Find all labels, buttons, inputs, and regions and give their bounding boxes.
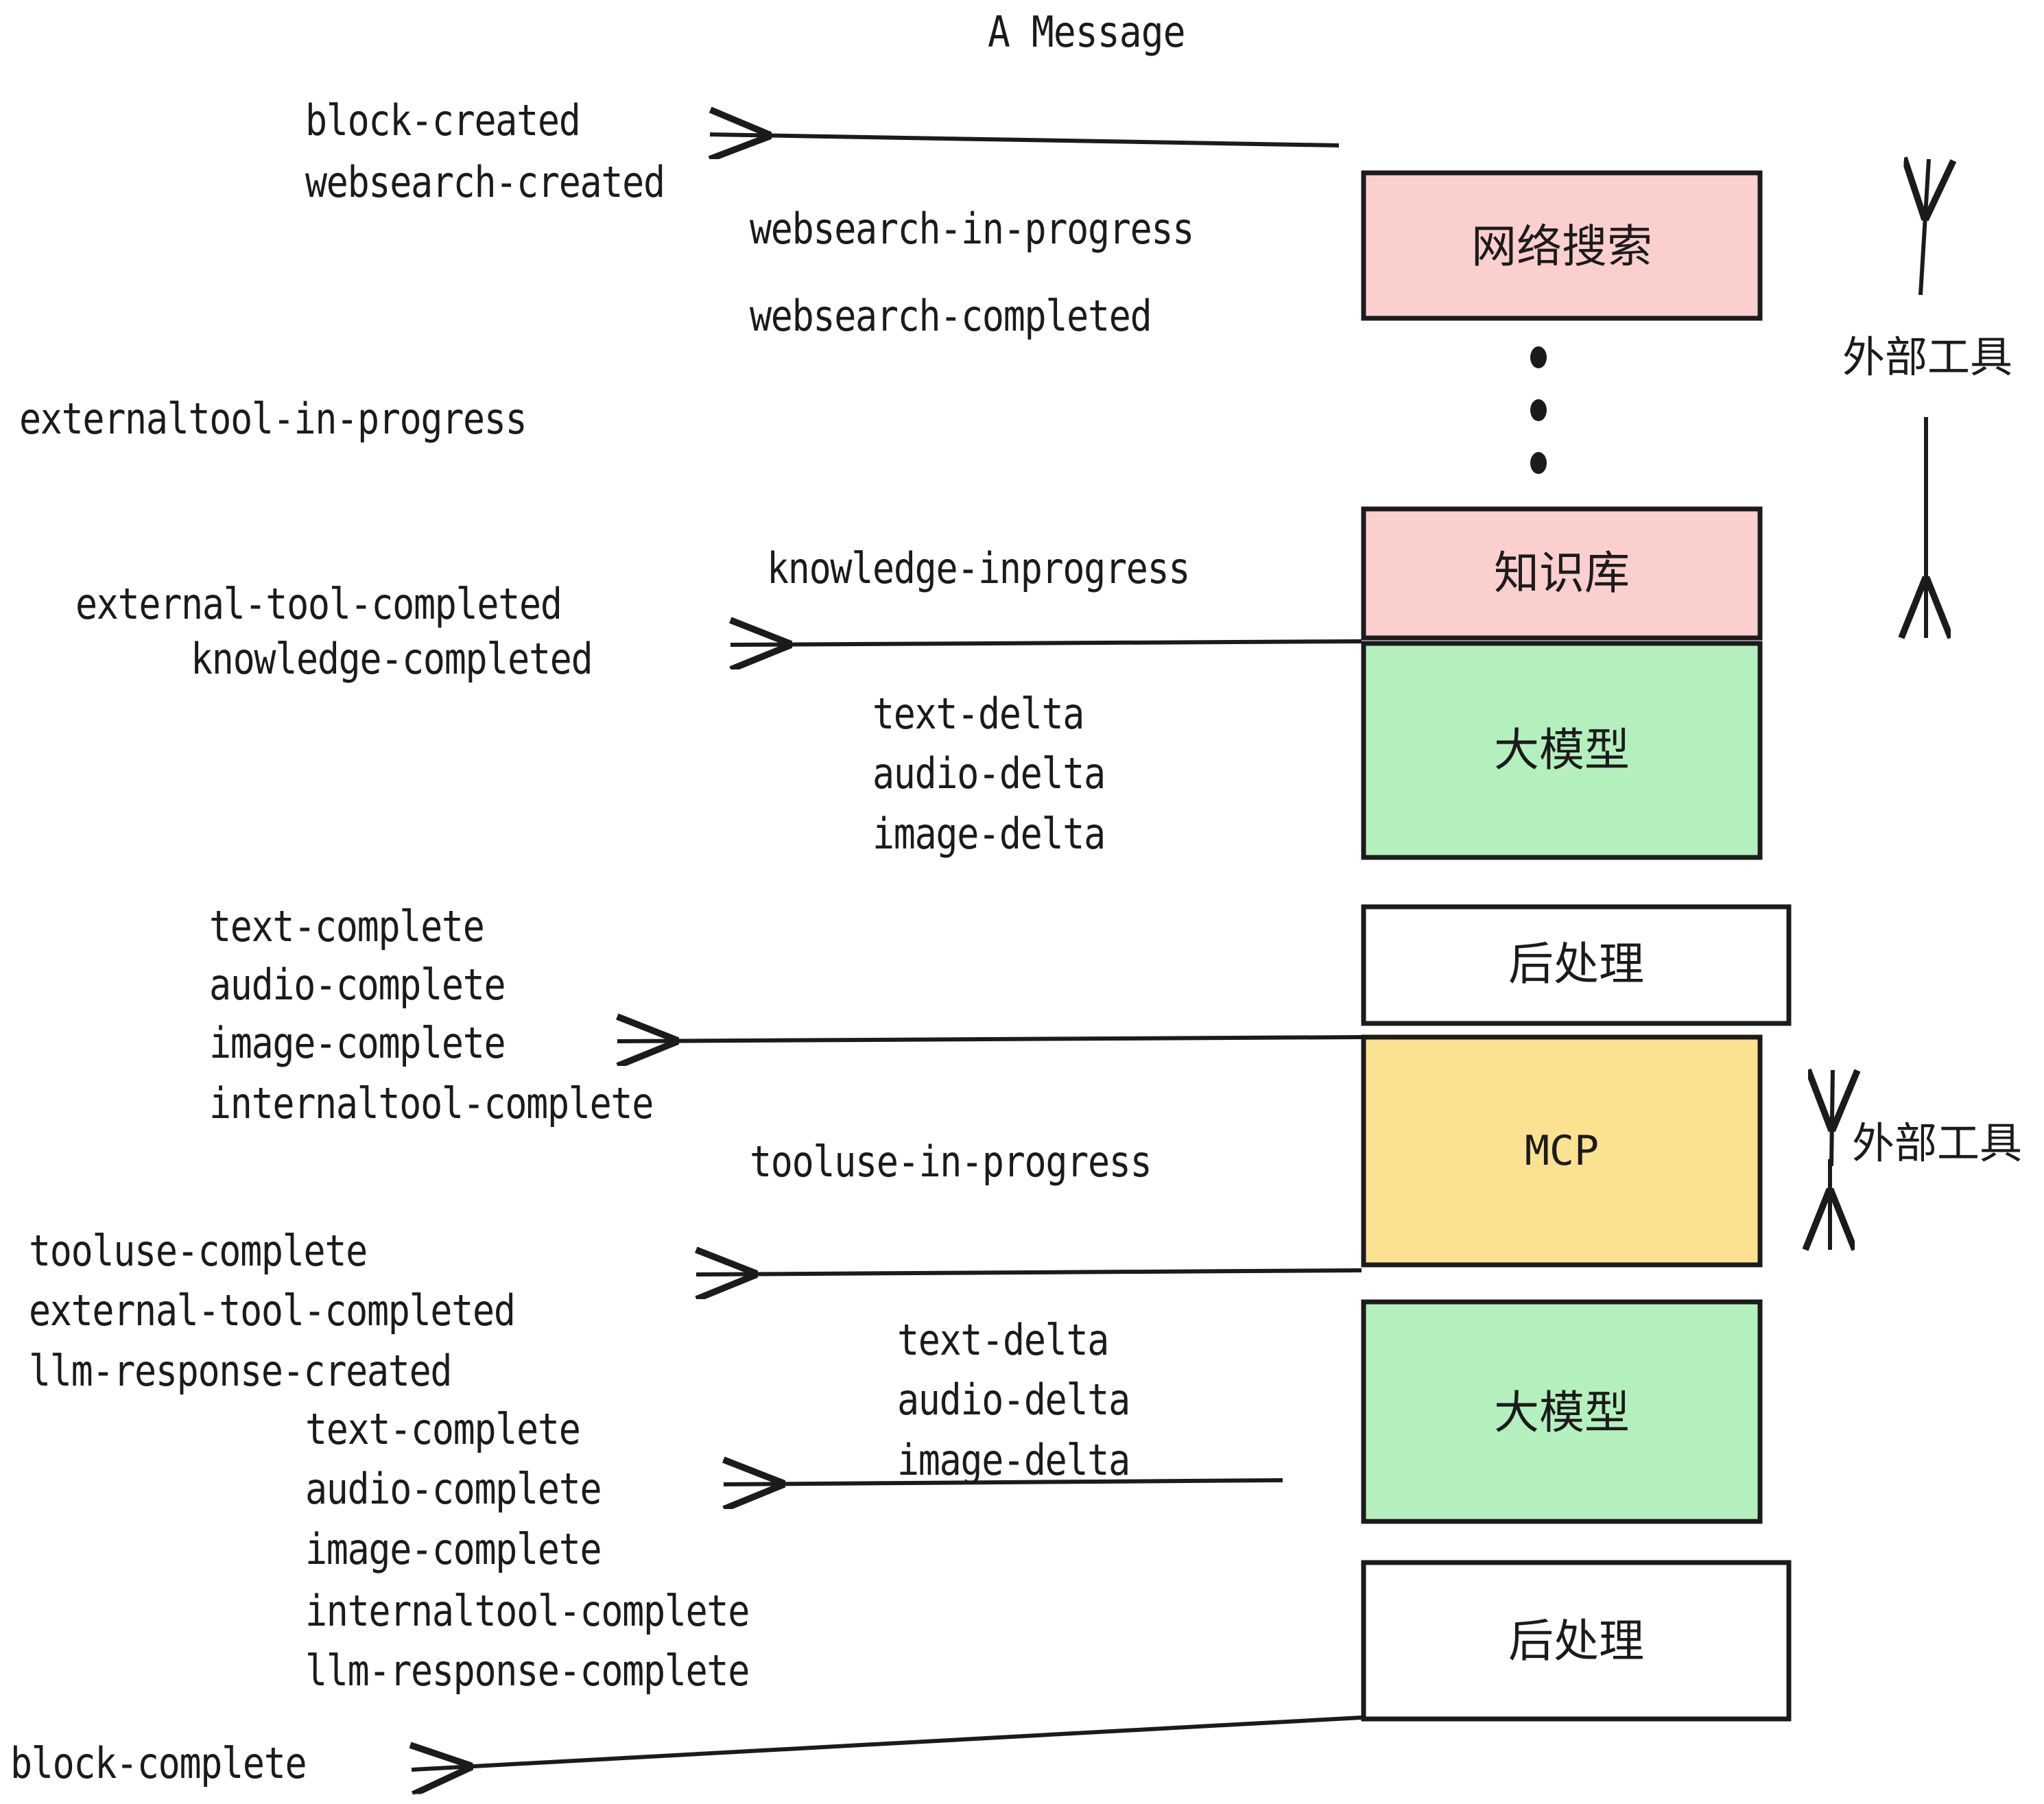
event-image-complete-second: image-complete [305,1524,602,1574]
event-image-delta-first: image-delta [872,809,1106,859]
external-tool-top-arrow-up [1921,159,1929,296]
event-tooluse-in-progress: tooluse-in-progress [750,1137,1152,1187]
arrow-knowledge-completed [730,641,1362,645]
arrow-audio-complete [724,1480,1283,1484]
event-text-delta-first: text-delta [872,689,1084,739]
arrow-tooluse-complete [696,1270,1362,1274]
event-block-created: block-created [305,95,581,145]
event-audio-complete-second: audio-complete [305,1464,602,1514]
event-websearch-in-progress: websearch-in-progress [750,204,1194,254]
event-internaltool-complete-second: internaltool-complete [305,1586,750,1636]
arrow-block-complete [412,1716,1362,1770]
event-text-delta-second: text-delta [897,1315,1109,1365]
node-llm-first-rect [1361,641,1763,860]
node-mcp-rect [1361,1034,1763,1268]
node-websearch[interactable]: 网络搜索 [1361,170,1763,321]
node-llm-first-label: 大模型 [1494,724,1630,776]
arrow-image-complete [617,1037,1362,1041]
event-llm-response-created: llm-response-created [29,1346,453,1396]
node-knowledge-rect [1361,506,1763,641]
event-external-tool-completed-second: external-tool-completed [29,1285,516,1336]
node-llm-second-label: 大模型 [1494,1386,1630,1439]
event-externaltool-in-progress: externaltool-in-progress [19,394,527,444]
event-image-complete-first: image-complete [209,1018,506,1068]
external-tool-top-label: 外部工具 [1842,332,2012,382]
event-knowledge-completed: knowledge-completed [191,634,593,684]
node-knowledge[interactable]: 知识库 [1361,506,1763,641]
ellipsis-dots [1530,346,1547,474]
event-audio-complete-first: audio-complete [209,960,506,1010]
event-image-delta-second: image-delta [897,1435,1130,1485]
external-tool-bottom-arrow-up [1831,1070,1833,1167]
event-audio-delta-second: audio-delta [897,1375,1130,1425]
node-llm-second[interactable]: 大模型 [1361,1299,1763,1524]
node-postprocess-first-rect [1361,904,1792,1026]
node-postprocess-second[interactable]: 后处理 [1361,1560,1792,1722]
diagram-title: A Message [988,7,1186,57]
node-llm-second-rect [1361,1299,1763,1524]
node-websearch-rect [1361,170,1763,321]
node-knowledge-label: 知识库 [1494,547,1630,600]
event-websearch-created: websearch-created [305,157,665,207]
event-llm-response-complete: llm-response-complete [305,1646,750,1696]
node-postprocess-first[interactable]: 后处理 [1361,904,1792,1026]
node-websearch-label: 网络搜索 [1471,220,1652,273]
external-tool-bottom-label: 外部工具 [1852,1118,2022,1168]
event-knowledge-inprogress: knowledge-inprogress [767,543,1191,593]
event-external-tool-completed-first: external-tool-completed [75,579,562,629]
external-tool-top-group: 外部工具 [1842,159,2012,638]
node-postprocess-second-label: 后处理 [1508,1615,1644,1667]
arrow-block-created [710,134,1340,145]
event-block-complete: block-complete [10,1738,307,1788]
external-tool-bottom-group: 外部工具 [1830,1070,2022,1250]
node-mcp-label: MCP [1525,1127,1599,1175]
event-internaltool-complete-first: internaltool-complete [209,1078,654,1128]
node-llm-first[interactable]: 大模型 [1361,641,1763,860]
node-postprocess-second-rect [1361,1560,1792,1722]
node-postprocess-first-label: 后处理 [1508,938,1644,990]
event-text-complete-first: text-complete [209,901,485,951]
event-websearch-completed: websearch-completed [750,291,1152,341]
node-mcp[interactable]: MCP [1361,1034,1763,1268]
event-audio-delta-first: audio-delta [872,748,1106,798]
event-text-complete-second: text-complete [305,1404,581,1454]
event-tooluse-complete: tooluse-complete [29,1226,368,1276]
